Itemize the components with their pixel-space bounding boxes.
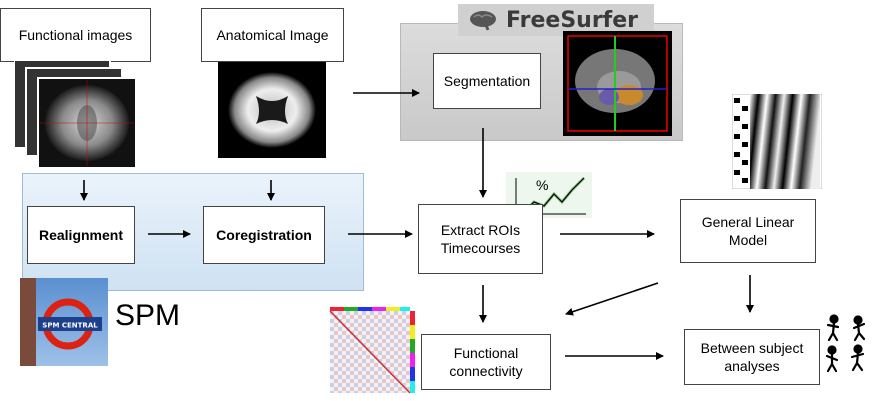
freesurfer-logo: FreeSurfer <box>458 4 654 36</box>
anatomical-image-box: Anatomical Image <box>201 8 344 62</box>
functional-connectivity-box: Functional connectivity <box>421 334 551 390</box>
general-linear-model-box: General Linear Model <box>680 199 816 263</box>
spm-central-sign-text: SPM CENTRAL <box>42 322 98 330</box>
segmentation-box: Segmentation <box>433 53 541 109</box>
freesurfer-logo-text: FreeSurfer <box>506 7 639 33</box>
extract-rois-box: Extract ROIs Timecourses <box>418 204 543 274</box>
realignment-label: Realignment <box>38 226 123 243</box>
connectivity-matrix-image <box>329 307 415 394</box>
extract-rois-label: Extract ROIs Timecourses <box>440 221 521 256</box>
realignment-box: Realignment <box>27 206 135 264</box>
design-matrix-image <box>732 94 822 189</box>
timecourse-percent-label: % <box>536 177 548 193</box>
spm-label: SPM <box>115 299 181 332</box>
coregistration-label: Coregistration <box>216 226 312 243</box>
functional-brain-stack-image <box>14 60 137 169</box>
functional-connectivity-label: Functional connectivity <box>449 344 523 379</box>
functional-images-box: Functional images <box>0 8 151 62</box>
group-people-icon <box>825 314 866 373</box>
general-linear-model-label: General Linear Model <box>701 213 795 248</box>
between-subject-label: Between subject analyses <box>700 339 804 374</box>
freesurfer-segmentation-image <box>563 31 672 136</box>
brain-icon <box>470 11 496 31</box>
coregistration-box: Coregistration <box>203 206 325 264</box>
functional-images-label: Functional images <box>18 26 133 43</box>
anatomical-brain-image <box>218 62 326 158</box>
between-subject-box: Between subject analyses <box>684 329 820 385</box>
segmentation-label: Segmentation <box>443 72 531 89</box>
spm-central-sign-image: SPM CENTRAL <box>20 278 108 366</box>
arrow-glm-to-connectivity <box>565 282 659 316</box>
anatomical-image-label: Anatomical Image <box>216 26 329 43</box>
